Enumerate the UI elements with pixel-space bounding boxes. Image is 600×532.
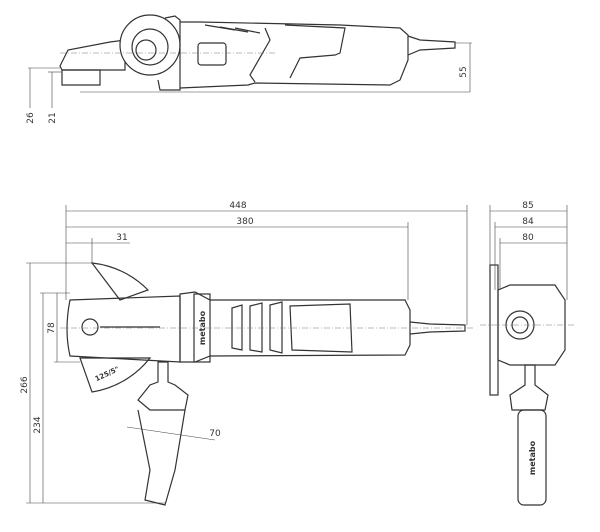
dim-78: 78 <box>47 322 57 334</box>
dim-31: 31 <box>116 233 127 243</box>
top-view: 55 26 21 <box>26 14 472 124</box>
dim-80: 80 <box>522 233 534 243</box>
guard-marking: 125/5" <box>94 365 121 383</box>
dim-21: 21 <box>48 112 58 123</box>
dim-85: 85 <box>522 201 533 211</box>
front-view: metabo 125/5" 448 380 31 266 234 78 70 <box>20 201 475 506</box>
dim-448: 448 <box>229 201 246 211</box>
dim-26: 26 <box>26 112 36 124</box>
side-view: metabo 85 84 80 <box>480 201 575 506</box>
brand-logo-side: metabo <box>528 440 537 475</box>
dim-380: 380 <box>236 217 253 227</box>
dim-84: 84 <box>522 217 534 227</box>
brand-logo-front: metabo <box>198 310 207 345</box>
dim-55: 55 <box>459 66 469 77</box>
dim-234: 234 <box>33 416 43 433</box>
dim-70: 70 <box>209 429 221 439</box>
dim-266: 266 <box>20 376 30 393</box>
